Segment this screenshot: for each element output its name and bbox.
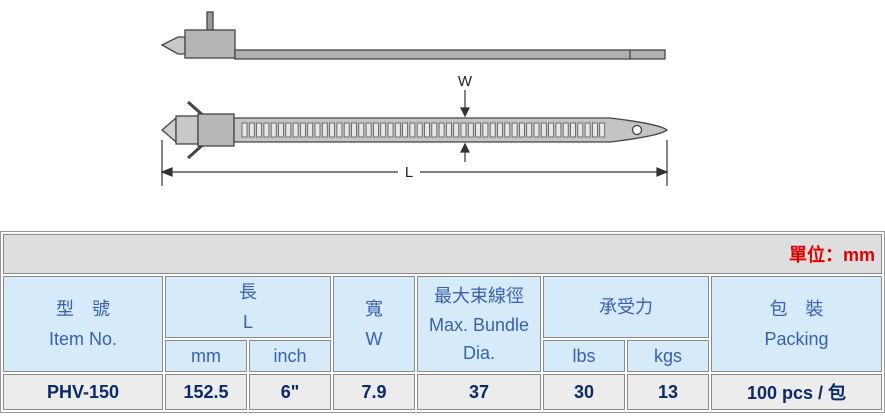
cable-tie-top-view [161, 100, 669, 160]
tie-tooth-slot [548, 122, 554, 138]
header-packing-zh: 包 裝 [769, 299, 824, 319]
tie-tooth-slot [504, 122, 511, 138]
tie-tooth-slot [460, 122, 467, 138]
cell-item: PHV-150 [3, 374, 163, 410]
header-width-en: W [365, 329, 383, 349]
header-length-en: L [242, 312, 253, 332]
tie-tooth-slot [394, 122, 401, 138]
tie-tooth-slot [241, 122, 248, 138]
tie-tooth-slot [497, 122, 503, 138]
tie-tooth-slot [431, 122, 438, 138]
tie-tooth-slot [402, 122, 409, 138]
cable-tie-side-view [160, 11, 666, 60]
header-row-1: 型 號 Item No. 長 L 寬 W 最大束線徑 Max. Bundle D… [3, 276, 882, 372]
tie-tooth-slot [314, 122, 321, 138]
header-tensile: 承受力 [543, 276, 709, 338]
tie-tooth-slot [519, 122, 525, 138]
tie-tooth-slot [533, 122, 540, 138]
tie-tooth-slot [285, 122, 292, 138]
cell-lbs: 30 [543, 374, 625, 410]
tie-tooth-slot [351, 122, 357, 138]
tie-tooth-slot [438, 122, 445, 138]
tie-tooth-slot [592, 122, 598, 138]
header-item-no: 型 號 Item No. [3, 276, 163, 372]
header-width-zh: 寬 [365, 299, 383, 319]
cell-length-inch: 6" [249, 374, 331, 410]
header-length-inch: inch [249, 340, 331, 372]
tie-tooth-slot [256, 122, 263, 138]
header-length-mm: mm [165, 340, 247, 372]
tie-tooth-slot [577, 122, 584, 138]
cable-tie-drawing: W L [160, 11, 669, 186]
header-packing: 包 裝 Packing [711, 276, 882, 372]
length-label: L [405, 164, 413, 181]
cell-width: 7.9 [333, 374, 415, 410]
header-tensile-lbs: lbs [543, 340, 625, 372]
tie-tooth-slot [358, 122, 365, 138]
tie-tooth-slot [365, 122, 372, 138]
tie-tooth-slot [329, 122, 336, 138]
header-width: 寬 W [333, 276, 415, 372]
tie-tooth-slot [511, 122, 518, 138]
tie-tooth-slot [445, 122, 452, 138]
header-packing-en: Packing [764, 329, 829, 349]
header-bundle: 最大束線徑 Max. Bundle Dia. [417, 276, 541, 372]
tie-tooth-slot [372, 122, 379, 138]
header-length-zh: 長 [239, 282, 257, 302]
tie-tooth-slot [599, 122, 606, 138]
tie-tooth-slot [278, 122, 284, 138]
tie-tooth-slot [343, 122, 350, 138]
header-item-en: Item No. [48, 329, 118, 349]
header-bundle-en: Max. Bundle Dia. [428, 315, 530, 363]
tie-tooth-slot [409, 122, 416, 138]
unit-label: 單位：mm [3, 234, 882, 274]
tie-tooth-slot [336, 122, 343, 138]
tie-tooth-slot [263, 122, 270, 138]
tie-tooth-slot [380, 122, 387, 138]
tie-tooth-slot [482, 122, 489, 138]
header-row-2: mm inch lbs kgs [3, 340, 882, 372]
tie-tooth-slot [424, 122, 430, 138]
header-bundle-zh: 最大束線徑 [434, 286, 524, 306]
tie-teeth [241, 122, 606, 138]
tie-tooth-slot [248, 122, 255, 138]
tie-tooth-slot [299, 122, 306, 138]
tie-tooth-slot [555, 122, 562, 138]
tie-tooth-slot [321, 122, 328, 138]
tie-tooth-slot [307, 122, 314, 138]
cell-bundle: 37 [417, 374, 541, 410]
unit-row: 單位：mm [3, 234, 882, 274]
table-row: PHV-150 152.5 6" 7.9 37 30 13 100 pcs / … [3, 374, 882, 410]
tie-tooth-slot [475, 122, 482, 138]
tie-tooth-slot [416, 122, 423, 138]
spec-table: 單位：mm 型 號 Item No. 長 L 寬 W 最大束線徑 Max. Bu… [0, 231, 885, 413]
tie-tooth-slot [387, 122, 394, 138]
header-tensile-kgs: kgs [627, 340, 709, 372]
tie-tooth-slot [453, 122, 460, 138]
cell-kgs: 13 [627, 374, 709, 410]
cell-length-mm: 152.5 [165, 374, 247, 410]
header-length: 長 L [165, 276, 331, 338]
tie-tooth-slot [584, 122, 591, 138]
width-label: W [458, 73, 473, 90]
tie-tooth-slot [562, 122, 569, 138]
header-tensile-zh: 承受力 [599, 297, 653, 317]
tie-tooth-slot [526, 122, 533, 138]
tie-tooth-slot [489, 122, 496, 138]
tie-tooth-slot [292, 122, 299, 138]
tie-tooth-slot [467, 122, 474, 138]
tie-tooth-slot [540, 122, 547, 138]
width-dimension [460, 90, 470, 162]
header-item-zh: 型 號 [56, 299, 110, 319]
length-dimension [160, 140, 669, 186]
tie-tooth-slot [270, 122, 277, 138]
cell-packing: 100 pcs / 包 [711, 374, 882, 410]
tie-tooth-slot [570, 122, 576, 138]
